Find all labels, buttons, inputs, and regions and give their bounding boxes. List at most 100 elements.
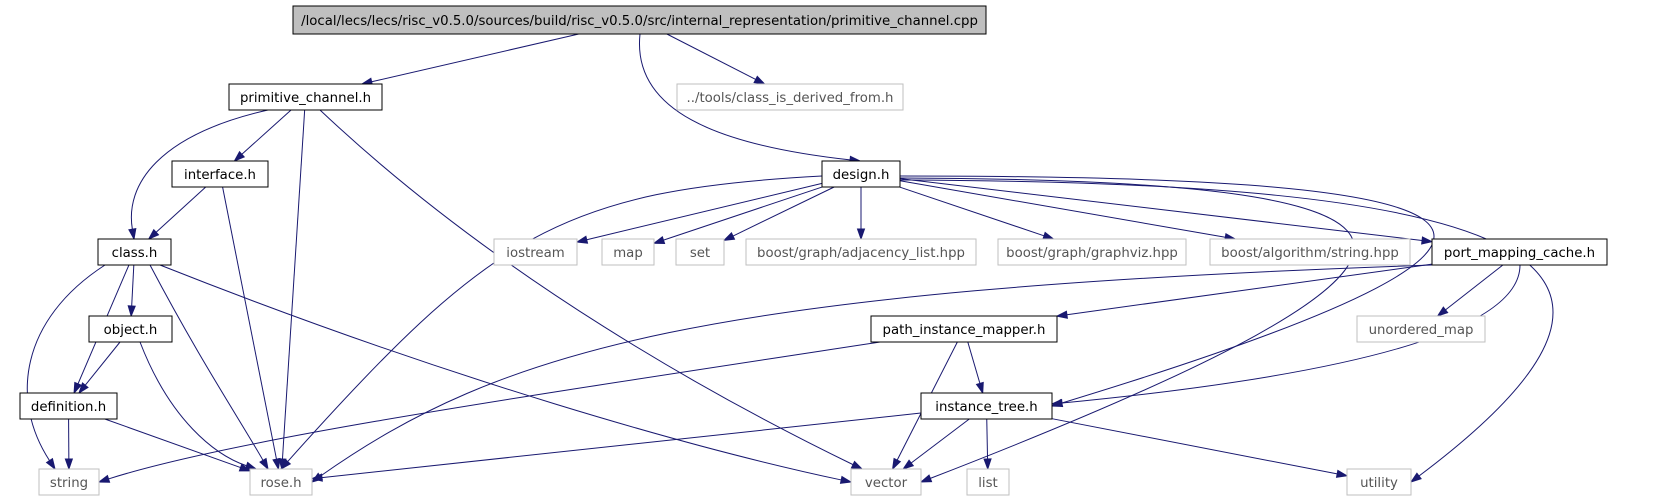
node-instance-tree-h[interactable]: instance_tree.h [920, 392, 1053, 420]
node-definition-h[interactable]: definition.h [19, 392, 118, 420]
node-box [38, 468, 100, 496]
node-object-h[interactable]: object.h [88, 315, 173, 343]
edge-object_h-to-rose_h [139, 341, 258, 470]
node-interface-h[interactable]: interface.h [171, 160, 269, 188]
edge-line [371, 33, 579, 83]
node-box [1431, 238, 1608, 266]
edge-instance_tree_h-to-utility [1051, 418, 1349, 478]
edge-line [241, 109, 292, 155]
edge-class_h-to-object_h [127, 264, 136, 318]
node-label: /local/lecs/lecs/risc_v0.5.0/sources/bui… [301, 14, 978, 29]
edge-instance_tree_h-to-list [983, 418, 992, 471]
node-box [88, 315, 173, 343]
arrowhead [78, 382, 89, 395]
arrowhead [575, 235, 589, 244]
edge-line [139, 341, 247, 467]
edge-design_h-to-map [652, 186, 823, 244]
edge-design_h-to-port_mapping_cache_h [899, 178, 1434, 245]
arrowhead [1050, 398, 1063, 408]
node-box [997, 238, 1187, 266]
arrowhead [128, 227, 137, 241]
edge-design_h-to-graphviz_hpp [899, 186, 1055, 240]
node-design-h[interactable]: design.h [821, 160, 901, 188]
node-label: string [50, 476, 88, 491]
node-box [850, 468, 922, 496]
node-port-mapping-cache-h[interactable]: port_mapping_cache.h [1431, 238, 1608, 266]
arrowhead [891, 457, 902, 471]
node-box [249, 468, 313, 496]
arrowhead [901, 459, 915, 470]
node-label: instance_tree.h [935, 400, 1037, 415]
node-label: boost/graph/graphviz.hpp [1006, 246, 1178, 261]
node-label: primitive_channel.h [240, 91, 371, 106]
edge-line [899, 180, 1226, 238]
node-graphviz-hpp: boost/graph/graphviz.hpp [997, 238, 1187, 266]
node-list: list [966, 468, 1010, 496]
edge-line [281, 109, 306, 460]
arrowhead [753, 75, 766, 85]
arrowhead [310, 473, 323, 482]
node-box [493, 238, 578, 266]
arrowhead [1055, 310, 1068, 319]
node-label: set [690, 246, 710, 261]
arrowhead [147, 228, 160, 241]
edges-layer [26, 33, 1554, 484]
arrowhead [64, 458, 74, 471]
edge-line [130, 109, 269, 230]
edge-design_h-to-adjacency_list_hpp [856, 187, 866, 241]
node-path-instance-mapper-h[interactable]: path_instance_mapper.h [870, 315, 1058, 343]
edge-line [986, 418, 989, 460]
node-box [676, 83, 904, 111]
edge-line [319, 109, 854, 466]
node-box [97, 238, 172, 266]
node-label: port_mapping_cache.h [1444, 246, 1595, 261]
arrowhead [839, 475, 853, 484]
edge-port_mapping_cache_h-to-rose_h [310, 264, 1433, 483]
arrowhead [1436, 306, 1449, 317]
arrowhead [238, 463, 252, 472]
arrowhead [919, 474, 933, 483]
edge-instance_tree_h-to-vector [901, 418, 970, 470]
edge-port_mapping_cache_h-to-instance_tree_h [1050, 264, 1521, 408]
edge-root-to-class_is_derived_from_h [666, 33, 766, 85]
node-class-h[interactable]: class.h [97, 238, 172, 266]
edge-line [899, 186, 1045, 237]
edge-design_h-to-set [722, 186, 835, 242]
edge-line [149, 264, 264, 461]
node-box [745, 238, 977, 266]
node-root[interactable]: /local/lecs/lecs/risc_v0.5.0/sources/bui… [292, 5, 987, 35]
edge-class_h-to-string [26, 264, 106, 471]
edge-line [1066, 263, 1433, 316]
arrowhead [850, 460, 864, 470]
node-label: design.h [833, 168, 890, 183]
arrowhead [45, 457, 56, 471]
node-utility: utility [1346, 468, 1412, 496]
node-box [171, 160, 269, 188]
edge-line [967, 341, 981, 384]
arrowhead [1421, 236, 1434, 245]
edge-line [104, 418, 241, 469]
edge-line [26, 264, 106, 461]
arrowhead [127, 305, 136, 318]
arrowhead [97, 474, 111, 483]
node-label: boost/graph/adjacency_list.hpp [757, 246, 965, 261]
node-box [821, 160, 901, 188]
edge-interface_h-to-rose_h [222, 186, 281, 471]
node-label: class.h [112, 246, 158, 261]
arrowhead [279, 458, 292, 471]
node-label: vector [865, 476, 908, 491]
edge-object_h-to-definition_h [78, 341, 121, 395]
node-rose-h: rose.h [249, 468, 313, 496]
edge-port_mapping_cache_h-to-path_instance_mapper_h [1055, 263, 1433, 319]
arrowhead [1335, 469, 1349, 478]
edge-line [586, 182, 823, 241]
arrowhead [272, 457, 281, 471]
node-label: utility [1360, 476, 1398, 491]
node-box [601, 238, 655, 266]
nodes-layer: /local/lecs/lecs/risc_v0.5.0/sources/bui… [19, 5, 1608, 496]
node-primitive-channel-h[interactable]: primitive_channel.h [228, 83, 383, 111]
edge-primitive_channel_h-to-class_h [128, 109, 269, 241]
node-label: ../tools/class_is_derived_from.h [687, 91, 894, 106]
arrowhead [652, 235, 666, 244]
edge-line [108, 341, 881, 480]
